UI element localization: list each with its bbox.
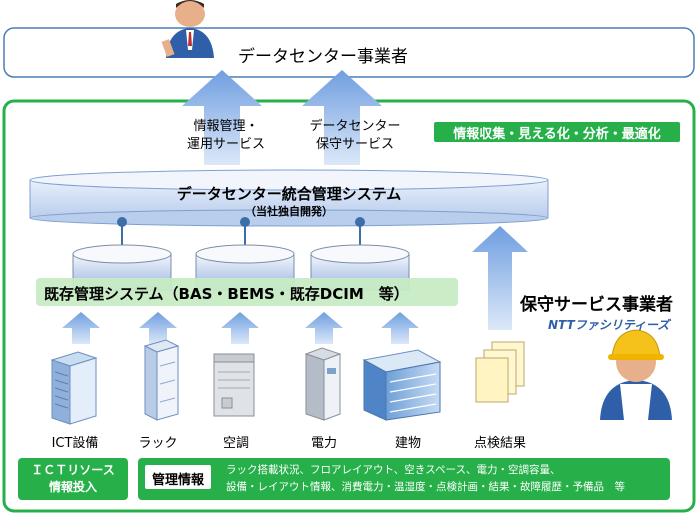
equipment-label-building: 建物	[394, 436, 421, 451]
arrow-maintainer	[472, 226, 528, 330]
ict-resource-box	[18, 458, 128, 500]
operator-title: データセンター事業者	[238, 47, 408, 67]
mgmt-info-label: 管理情報	[151, 473, 204, 488]
maintainer-title: 保守サービス事業者	[520, 295, 673, 315]
info-mgmt-line-1: 情報管理・	[193, 119, 259, 134]
mgmt-info-details: ラック搭載状況、フロアレイアウト、空きスペース、電力・空調容量、 設備・レイアウ…	[226, 462, 625, 496]
info-badge	[434, 122, 680, 142]
info-badge-text: 情報収集・見える化・分析・最適化	[453, 127, 661, 142]
info-mgmt-service-label: 情報管理・ 運用サービス	[176, 118, 276, 154]
documents-icon	[475, 341, 525, 403]
arrow-info-mgmt	[182, 70, 262, 165]
equipment-arrows	[62, 312, 419, 344]
ict-resource-line-2: 情報投入	[48, 480, 97, 494]
equipment-label-rack: ラック	[138, 436, 178, 451]
existing-systems-title: 既存管理システム（BAS・BEMS・既存DCIM 等）	[44, 285, 409, 303]
ict-resource-text: ＩＣＴリソース 情報投入	[18, 462, 128, 496]
maintenance-line-1: データセンター	[309, 119, 401, 134]
equipment-label-inspection: 点検結果	[473, 436, 526, 451]
equipment-label-ac: 空調	[222, 436, 249, 451]
server-rack-icon	[50, 351, 98, 425]
businessman-icon	[161, 0, 214, 58]
connectors	[117, 217, 365, 246]
maintenance-service-label: データセンター 保守サービス	[300, 118, 410, 154]
dcim-title: データセンター統合管理システム	[176, 185, 402, 203]
mgmt-info-line-1: ラック搭載状況、フロアレイアウト、空きスペース、電力・空調容量、	[226, 464, 561, 476]
info-mgmt-line-2: 運用サービス	[186, 137, 265, 152]
existing-band	[36, 278, 458, 306]
equipment-label-ict: ICT設備	[51, 436, 99, 451]
dcim-subtitle: （当社独自開発）	[245, 205, 333, 218]
maintenance-line-2: 保守サービス	[315, 137, 394, 152]
arrow-maintenance	[302, 70, 382, 165]
rack-icon	[143, 339, 180, 421]
building-icon	[362, 349, 442, 421]
power-unit-icon	[304, 347, 342, 421]
mgmt-info-line-2: 設備・レイアウト情報、消費電力・温湿度・点検計画・結果・故障履歴・予備品 等	[226, 481, 625, 493]
dcim-cylinder	[29, 169, 549, 227]
ict-resource-line-1: ＩＣＴリソース	[31, 463, 115, 477]
air-conditioner-icon	[213, 353, 255, 417]
maintainer-company: NTTファシリティーズ	[548, 318, 670, 332]
equipment-label-power: 電力	[310, 436, 337, 451]
mgmt-info-label-box	[145, 465, 211, 489]
worker-icon	[600, 329, 672, 420]
mgmt-info-bar	[138, 458, 670, 500]
